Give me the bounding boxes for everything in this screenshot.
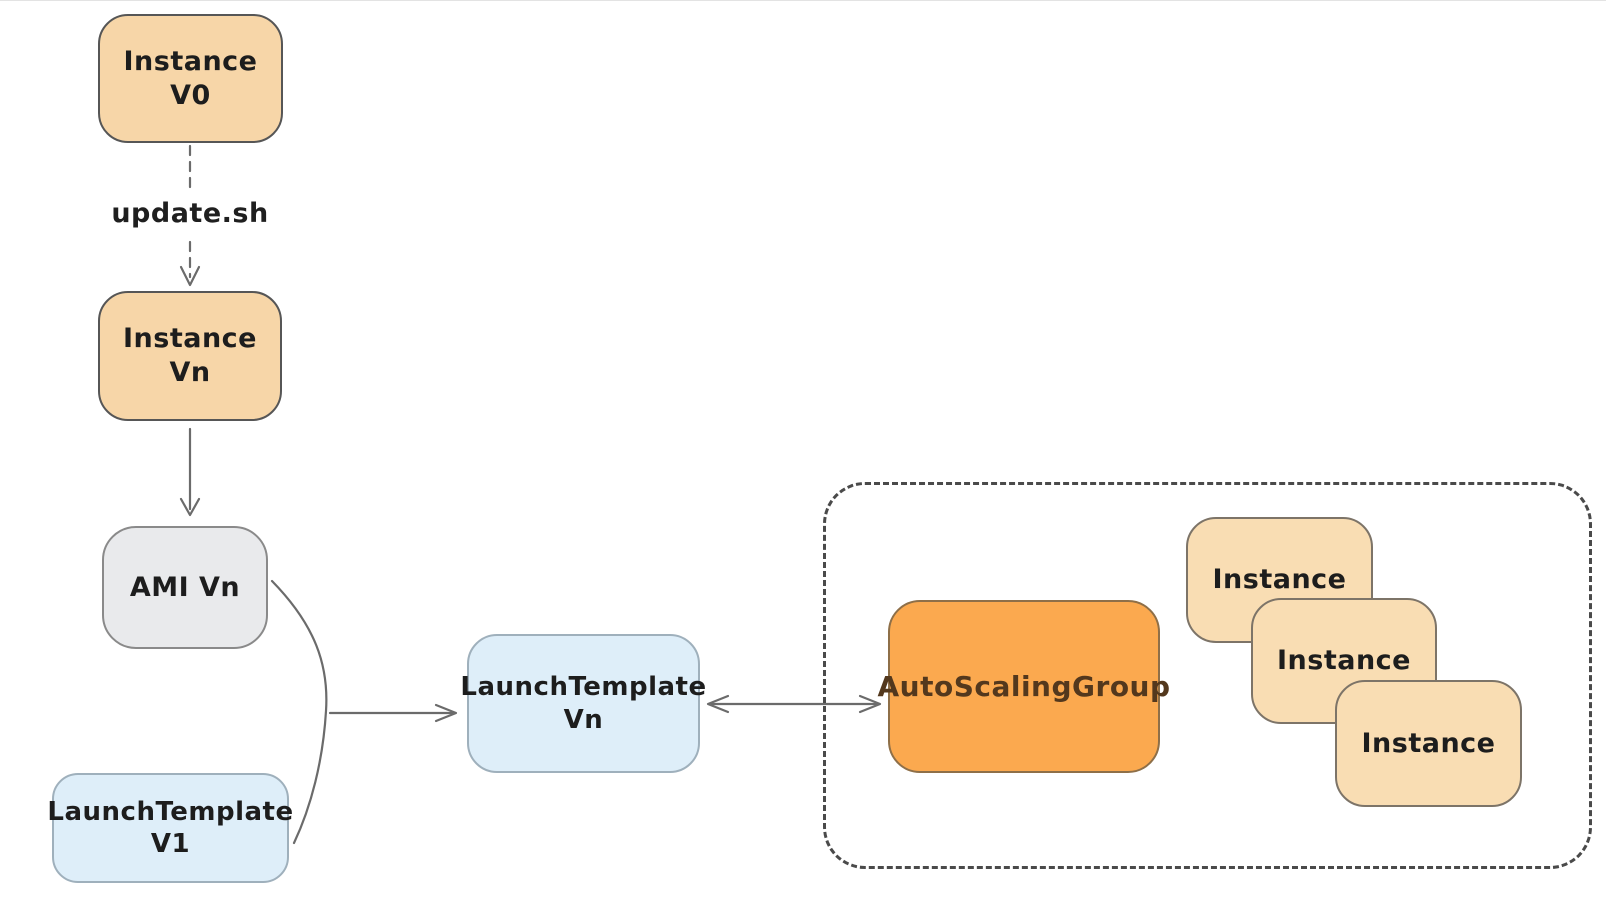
node-auto-scaling-group[interactable]: AutoScalingGroup — [877, 600, 1170, 773]
asg-group-boundary[interactable] — [823, 482, 1592, 869]
edge-to-launch-template-vn-arrow[interactable] — [328, 703, 458, 723]
node-auto-scaling-group-label: AutoScalingGroup — [877, 670, 1171, 703]
node-asg-instance-3[interactable]: Instance — [1335, 680, 1522, 807]
node-asg-instance-1-label: Instance — [1212, 564, 1347, 596]
node-launch-template-vn-version: Vn — [563, 704, 604, 735]
node-launch-template-vn-label: LaunchTemplate — [460, 672, 707, 702]
node-instance-v0-label: Instance V0 — [123, 45, 258, 111]
node-instance-v0[interactable]: Instance V0 — [98, 14, 283, 143]
node-ami-vn[interactable]: AMI Vn — [102, 526, 268, 649]
node-asg-instance-3-label: Instance — [1361, 727, 1496, 759]
node-asg-instance-2-label: Instance — [1276, 645, 1411, 677]
node-launch-template-v1[interactable]: LaunchTemplate V1 — [47, 773, 293, 883]
node-launch-template-v1-label: LaunchTemplate — [47, 796, 294, 827]
node-instance-vn[interactable]: Instance Vn — [98, 291, 282, 421]
node-instance-vn-label: Instance Vn — [122, 323, 257, 388]
node-ami-vn-label: AMI Vn — [129, 571, 241, 603]
edge-label-update-sh: update.sh — [111, 198, 269, 229]
node-launch-template-v1-version: V1 — [150, 829, 191, 859]
edge-instance-to-ami-arrow[interactable] — [179, 427, 201, 517]
node-launch-template-vn[interactable]: LaunchTemplate Vn — [460, 634, 706, 773]
